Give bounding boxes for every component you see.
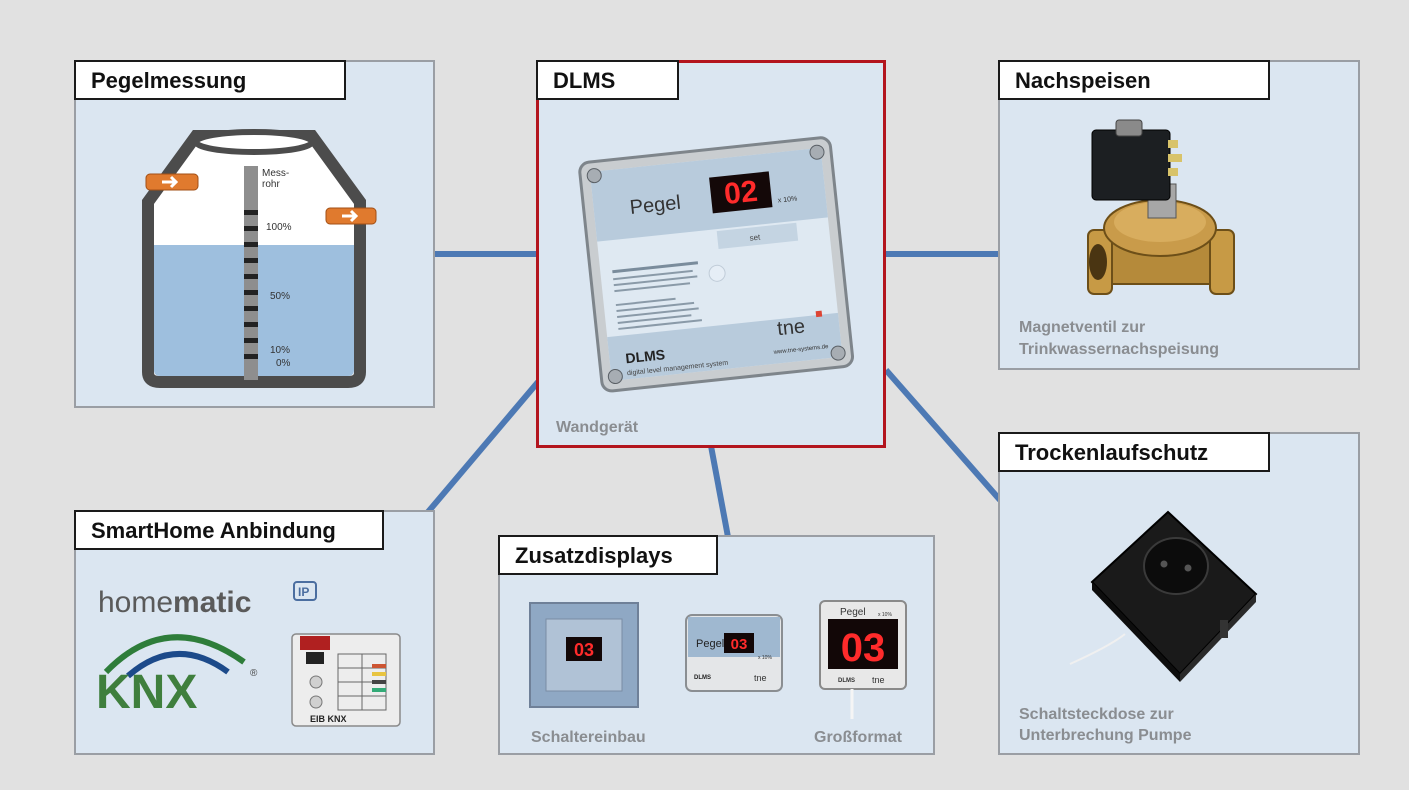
connector-trockenlaufschutz: [883, 368, 1003, 502]
large-pegel-label: Pegel: [840, 607, 866, 618]
zusatzdisplays-title: Zusatzdisplays: [498, 535, 718, 575]
compact-pegel-label: Pegel: [696, 638, 724, 650]
nachspeisen-title: Nachspeisen: [998, 60, 1270, 100]
zusatz-caption-left: Schaltereinbau: [531, 729, 646, 746]
nachspeisen-caption-2: Trinkwassernachspeisung: [1019, 341, 1220, 358]
switch-display-value: 03: [574, 640, 594, 660]
tank-illustration: Mess- rohr 100% 50% 10% 0%: [142, 129, 377, 388]
dlms-caption: Wandgerät: [556, 419, 639, 436]
smarthome-logos: homematic IP KNX ® EIB KNX: [96, 581, 401, 727]
level-0-label: 0%: [276, 358, 291, 369]
dlms-title: DLMS: [536, 60, 679, 100]
compact-brand: tne: [754, 673, 767, 683]
trockenlaufschutz-title: Trockenlaufschutz: [998, 432, 1270, 472]
socket-outlet: [1143, 537, 1209, 595]
trockenlauf-caption-1: Schaltsteckdose zur: [1019, 706, 1174, 723]
homematic-logo-light: home: [98, 586, 173, 619]
compact-product: DLMS: [694, 675, 711, 681]
homematic-ip-badge: IP: [298, 585, 309, 599]
trockenlauf-caption-2: Unterbrechung Pumpe: [1019, 727, 1192, 744]
device-product-name: DLMS: [625, 346, 666, 366]
device-pegel-label: Pegel: [629, 192, 682, 219]
connector-zusatzdisplays: [708, 445, 731, 538]
device-unit: x 10%: [778, 196, 798, 205]
device-website: www.tne-systems.de: [772, 344, 829, 356]
additional-displays-image: 03 Pegel 03 x 10% DLMS tne Pegel x 10% 0…: [529, 600, 907, 719]
tube-label-1: Mess-: [262, 168, 289, 179]
eib-knx-label: EIB KNX: [310, 714, 347, 724]
large-unit: x 10%: [878, 612, 892, 618]
nachspeisen-caption-1: Magnetventil zur: [1019, 319, 1146, 336]
smarthome-title: SmartHome Anbindung: [74, 510, 384, 550]
level-50-label: 50%: [270, 291, 290, 302]
large-brand: tne: [872, 675, 885, 685]
dlms-device-image: Pegel 02 x 10% set DLMS digital level ma…: [578, 136, 855, 393]
knx-logo: KNX: [96, 666, 197, 719]
panel-smarthome: homematic IP KNX ® EIB KNX: [74, 510, 435, 755]
zusatz-caption-right: Großformat: [814, 729, 902, 746]
device-display-value: 02: [723, 175, 760, 211]
connector-smarthome: [425, 380, 541, 514]
homematic-logo-bold: matic: [173, 586, 251, 619]
panel-dlms: Pegel 02 x 10% set DLMS digital level ma…: [536, 60, 886, 448]
solenoid-valve-image: [1087, 119, 1235, 295]
homematic-logo: homematic: [98, 586, 251, 619]
large-display-value: 03: [841, 626, 886, 670]
compact-display-value: 03: [731, 636, 748, 653]
device-display: [709, 171, 773, 214]
knx-logo-text: KNX: [96, 666, 197, 719]
panel-zusatzdisplays: 03 Pegel 03 x 10% DLMS tne Pegel x 10% 0…: [498, 535, 935, 755]
panel-nachspeisen: Magnetventil zur Trinkwassernachspeisung: [998, 60, 1360, 370]
device-set-label: set: [749, 233, 761, 243]
compact-unit: x 10%: [758, 655, 772, 661]
pegelmessung-title: Pegelmessung: [74, 60, 346, 100]
large-product: DLMS: [838, 678, 855, 684]
knx-registered: ®: [250, 668, 258, 679]
device-brand: tne: [776, 315, 806, 340]
level-100-label: 100%: [266, 222, 292, 233]
tube-label-2: rohr: [262, 179, 280, 190]
panel-pegelmessung: Mess- rohr 100% 50% 10% 0%: [74, 60, 435, 408]
level-10-label: 10%: [270, 345, 290, 356]
panel-trockenlaufschutz: Schaltsteckdose zur Unterbrechung Pumpe: [998, 432, 1360, 755]
switch-socket-image: [1069, 510, 1258, 682]
